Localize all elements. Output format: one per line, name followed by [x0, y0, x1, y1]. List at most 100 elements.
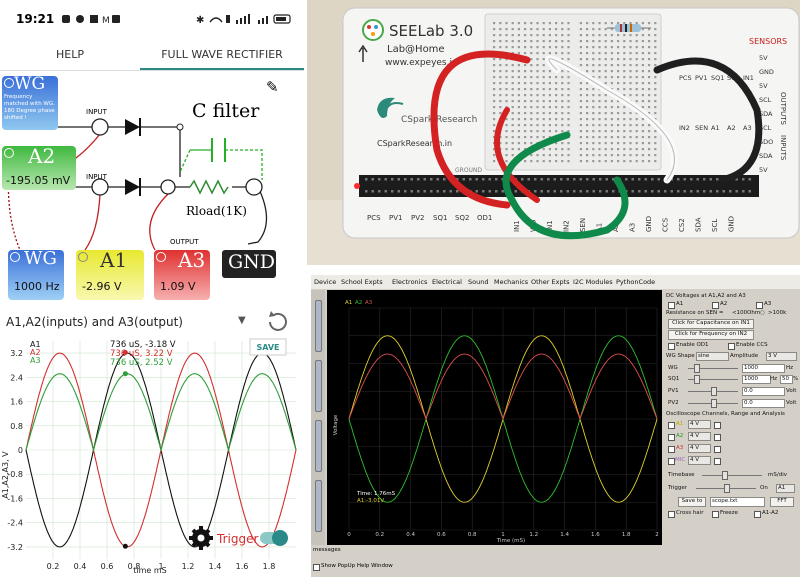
sq1-slider[interactable] — [688, 379, 738, 380]
breadboard-hole — [592, 46, 595, 49]
menu-electrical[interactable]: Electrical — [432, 278, 462, 286]
fft-button[interactable]: FFT — [770, 497, 794, 507]
capacitance-button[interactable]: Click for Capacitance on IN1 — [668, 319, 754, 329]
wg-input[interactable]: 1000 — [742, 364, 785, 373]
filename-input[interactable]: scope.txt — [710, 497, 765, 507]
menu-electronics[interactable]: Electronics — [392, 278, 428, 286]
tab-full-wave-rectifier[interactable]: FULL WAVE RECTIFIER — [161, 48, 283, 61]
checkbox-ccs[interactable] — [728, 343, 735, 350]
reset-icon[interactable] — [264, 309, 290, 335]
scope-x-tick: 0.6 — [437, 532, 446, 538]
menu-sound[interactable]: Sound — [468, 278, 489, 286]
breadboard-hole — [561, 28, 564, 31]
frequency-button[interactable]: Click for Frequency on IN2 — [668, 330, 754, 340]
a2-box[interactable]: A2 -195.05 mV — [2, 144, 76, 190]
pin-label: SQ2 — [455, 214, 469, 222]
a1-a2-checkbox[interactable] — [754, 511, 761, 518]
scope-readout-time: Time: 1.76mS — [356, 491, 396, 497]
menu-other-expts[interactable]: Other Expts — [531, 278, 570, 286]
menu-mechanics[interactable]: Mechanics — [494, 278, 529, 286]
channel-offset-slider[interactable] — [315, 300, 322, 352]
cross-hair-checkbox[interactable] — [668, 511, 675, 518]
popup-help-checkbox[interactable] — [313, 564, 320, 571]
channel-mic-fit[interactable] — [714, 458, 721, 465]
trigger-channel-select[interactable]: A1 — [776, 484, 795, 493]
header-pin — [644, 178, 647, 181]
dropdown-arrow-icon[interactable]: ▼ — [238, 315, 246, 326]
channel-mic-checkbox[interactable] — [668, 458, 675, 465]
a3-box[interactable]: A3 1.09 V — [154, 248, 210, 300]
breadboard-hole — [654, 154, 657, 157]
breadboard-hole — [654, 130, 657, 133]
breadboard-hole — [623, 34, 626, 37]
menu-pythoncode[interactable]: PythonCode — [616, 278, 656, 286]
wg-frequency-box[interactable]: WG 1000 Hz — [8, 248, 64, 300]
channel-a3-fit[interactable] — [714, 446, 721, 453]
timebase-slider-knob[interactable] — [722, 471, 728, 480]
channel-a1-checkbox[interactable] — [668, 422, 675, 429]
header-pin — [716, 190, 719, 193]
tab-help[interactable]: HELP — [56, 48, 84, 61]
channel-offset-slider[interactable] — [315, 480, 322, 532]
checkbox-a2[interactable] — [712, 302, 719, 309]
channel-a2-fit[interactable] — [714, 434, 721, 441]
trigger-slider-knob[interactable] — [724, 484, 730, 493]
channel-a3-checkbox[interactable] — [668, 446, 675, 453]
breadboard-hole — [623, 148, 626, 151]
edit-icon[interactable]: ✎ — [266, 78, 279, 96]
channel-a2-checkbox[interactable] — [668, 434, 675, 441]
pv1-input[interactable]: 0.0 — [742, 387, 785, 396]
channel-mic-range[interactable]: 4 V — [688, 456, 711, 465]
channel-a3-range[interactable]: 4 V — [688, 444, 711, 453]
pv1-slider-knob[interactable] — [711, 387, 717, 396]
gear-icon[interactable] — [189, 526, 213, 550]
wg-source-box[interactable]: WG Frequency matched with WG. 180 Degree… — [2, 74, 58, 130]
breadboard-hole — [586, 124, 589, 127]
save-to-button[interactable]: Save to — [678, 497, 706, 507]
pv2-slider-knob[interactable] — [711, 399, 717, 408]
sq1-duty-input[interactable]: 50 — [780, 375, 793, 384]
checkbox-a1[interactable] — [668, 302, 675, 309]
breadboard-hole — [505, 70, 508, 73]
a1-box[interactable]: A1 -2.96 V — [76, 248, 144, 300]
trigger-toggle[interactable] — [272, 530, 288, 546]
channel-a1-fit[interactable] — [714, 422, 721, 429]
duty-unit: % — [793, 376, 799, 382]
wg-shape-select[interactable]: sine — [696, 352, 729, 361]
breadboard-hole — [542, 46, 545, 49]
channel-offset-slider[interactable] — [315, 360, 322, 412]
menu-device[interactable]: Device — [314, 278, 337, 286]
channel-a1-range[interactable]: 4 V — [688, 420, 711, 429]
channel-a2-range[interactable]: 4 V — [688, 432, 711, 441]
channel-offset-slider[interactable] — [315, 420, 322, 472]
menu-school-expts[interactable]: School Expts — [341, 278, 383, 286]
menu-i2c-modules[interactable]: I2C Modules — [573, 278, 613, 286]
pin-label: SDA — [695, 217, 703, 232]
plot-select[interactable]: A1,A2(inputs) and A3(output) — [6, 315, 183, 329]
sq1-slider-knob[interactable] — [694, 375, 700, 384]
timebase-slider[interactable] — [702, 475, 762, 476]
breadboard-hole — [604, 124, 607, 127]
checkbox-od1[interactable] — [668, 343, 675, 350]
amplitude-select[interactable]: 3 V — [766, 352, 797, 361]
breadboard-hole — [604, 142, 607, 145]
save-button[interactable]: SAVE — [256, 343, 279, 352]
breadboard-hole — [536, 154, 539, 157]
breadboard-hole — [517, 88, 520, 91]
save-button-bg[interactable] — [249, 338, 287, 356]
dc-a3-label: A3 — [764, 301, 772, 307]
wg-slider-knob[interactable] — [694, 364, 700, 373]
sq1-input[interactable]: 1000 — [742, 375, 771, 384]
breadboard-hole — [635, 130, 638, 133]
breadboard-hole — [623, 160, 626, 163]
checkbox-a3[interactable] — [756, 302, 763, 309]
freeze-checkbox[interactable] — [712, 511, 719, 518]
wg-slider[interactable] — [688, 368, 738, 369]
pv2-input[interactable]: 0.0 — [742, 399, 785, 408]
breadboard-hole — [586, 52, 589, 55]
breadboard-hole — [548, 154, 551, 157]
header-pin — [599, 178, 602, 181]
